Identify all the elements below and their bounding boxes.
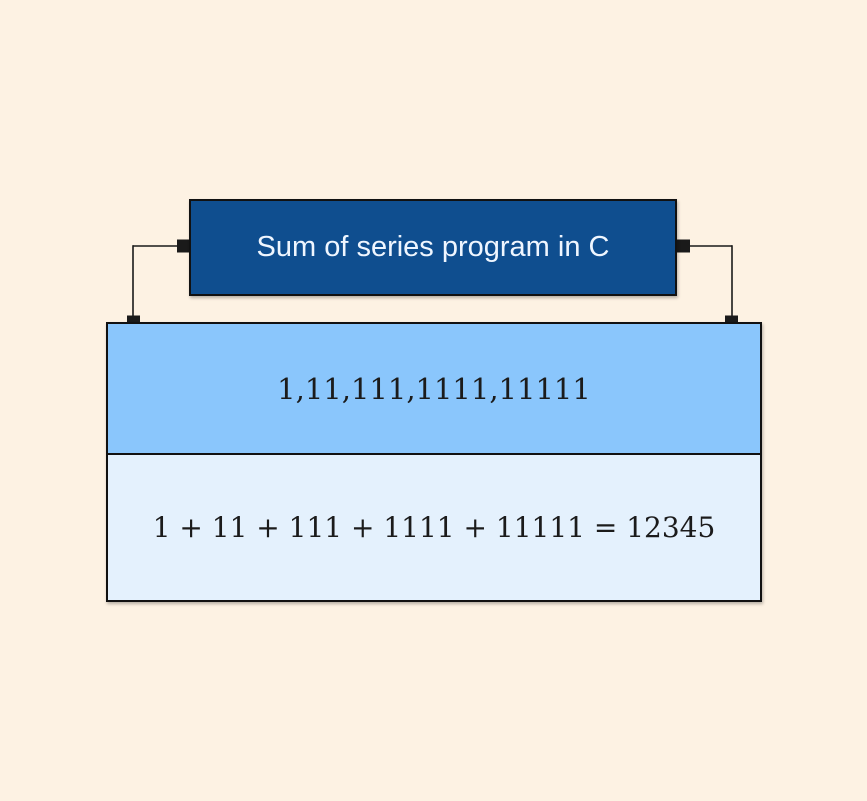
series-box-label: 1,11,111,1111,11111 bbox=[277, 371, 591, 406]
connector-endpoint-marker bbox=[677, 239, 690, 253]
title-box: Sum of series program in C bbox=[189, 199, 677, 296]
series-box: 1,11,111,1111,11111 bbox=[108, 324, 760, 455]
series-result-stack: 1,11,111,1111,11111 1 + 11 + 111 + 1111 … bbox=[106, 322, 762, 602]
result-box: 1 + 11 + 111 + 1111 + 11111 = 12345 bbox=[108, 455, 760, 600]
result-box-label: 1 + 11 + 111 + 1111 + 11111 = 12345 bbox=[152, 511, 716, 544]
title-box-label: Sum of series program in C bbox=[256, 231, 610, 263]
connector-endpoint-marker bbox=[177, 239, 190, 253]
